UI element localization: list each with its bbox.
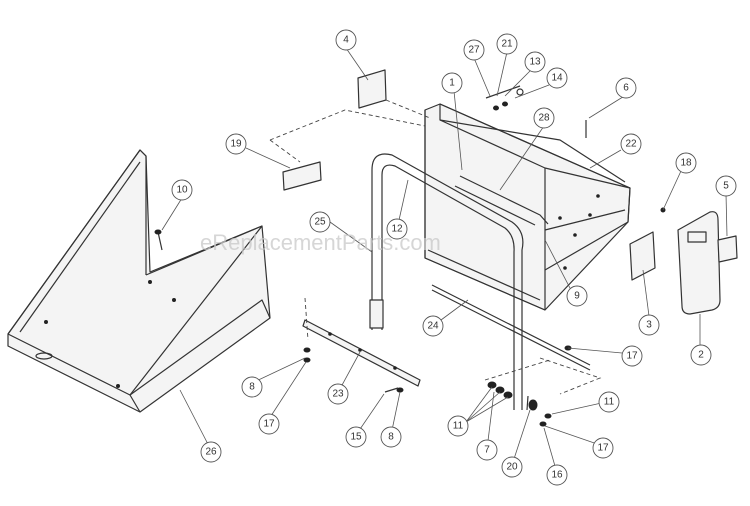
- svg-text:25: 25: [314, 217, 326, 228]
- callout-1: 1: [441, 72, 463, 94]
- callout-21: 21: [496, 33, 518, 55]
- alignment-guides: [269, 99, 602, 395]
- svg-text:10: 10: [176, 185, 188, 196]
- callout-23: 23: [327, 383, 349, 405]
- callouts: 4 27 21 13 14 1 6 28 19 22 18 10 5 12 25…: [171, 29, 737, 486]
- svg-text:15: 15: [350, 432, 362, 443]
- callout-7: 7: [476, 439, 498, 461]
- callout-28: 28: [533, 107, 555, 129]
- callout-5: 5: [715, 175, 737, 197]
- callout-15: 15: [345, 426, 367, 448]
- svg-text:6: 6: [623, 83, 629, 94]
- watermark-text: eReplacementParts.com: [200, 230, 441, 255]
- svg-text:24: 24: [427, 321, 439, 332]
- svg-text:18: 18: [680, 158, 692, 169]
- callout-26: 26: [200, 441, 222, 463]
- callout-17-b: 17: [258, 413, 280, 435]
- callout-4: 4: [335, 29, 357, 51]
- callout-17-a: 17: [621, 345, 643, 367]
- callout-2: 2: [690, 344, 712, 366]
- part-19-decal: [282, 161, 322, 191]
- svg-text:1: 1: [449, 78, 455, 89]
- svg-text:5: 5: [723, 181, 729, 192]
- part-23-bar: [302, 319, 421, 387]
- callout-6: 6: [615, 77, 637, 99]
- callout-11-b: 11: [598, 391, 620, 413]
- svg-text:7: 7: [484, 445, 490, 456]
- svg-text:3: 3: [646, 320, 652, 331]
- callout-19: 19: [225, 133, 247, 155]
- svg-text:8: 8: [388, 432, 394, 443]
- callout-13: 13: [524, 51, 546, 73]
- svg-text:22: 22: [625, 139, 637, 150]
- part-9-bracket: [454, 175, 549, 226]
- callout-10: 10: [171, 179, 193, 201]
- callout-22: 22: [620, 133, 642, 155]
- callout-14: 14: [546, 67, 568, 89]
- svg-text:12: 12: [391, 224, 403, 235]
- svg-text:17: 17: [597, 443, 609, 454]
- svg-text:21: 21: [501, 39, 513, 50]
- part-2-cover: [677, 211, 721, 315]
- callout-8-b: 8: [380, 426, 402, 448]
- svg-text:4: 4: [343, 35, 349, 46]
- part-26-bin: [7, 149, 271, 413]
- svg-text:17: 17: [263, 419, 275, 430]
- svg-text:8: 8: [249, 382, 255, 393]
- part-5-decal: [717, 235, 738, 263]
- part-25-handle-tube: [369, 153, 524, 410]
- svg-text:11: 11: [453, 421, 464, 432]
- callout-12: 12: [386, 218, 408, 240]
- svg-text:23: 23: [332, 389, 344, 400]
- svg-text:19: 19: [230, 139, 242, 150]
- svg-text:14: 14: [551, 73, 563, 84]
- svg-text:2: 2: [698, 350, 704, 361]
- callout-16: 16: [546, 464, 568, 486]
- svg-text:27: 27: [468, 45, 480, 56]
- svg-text:26: 26: [205, 447, 217, 458]
- svg-text:9: 9: [574, 291, 580, 302]
- callout-9: 9: [566, 285, 588, 307]
- hopper-cage: [424, 103, 631, 311]
- callout-27: 27: [463, 39, 485, 61]
- svg-text:28: 28: [538, 113, 550, 124]
- callout-20: 20: [501, 456, 523, 478]
- callout-24: 24: [422, 315, 444, 337]
- part-10-screw: [154, 229, 163, 251]
- svg-text:17: 17: [626, 351, 638, 362]
- callout-8-a: 8: [241, 376, 263, 398]
- callout-11-a: 11: [447, 415, 469, 437]
- svg-text:20: 20: [506, 462, 518, 473]
- svg-text:11: 11: [604, 397, 615, 408]
- callout-17-c: 17: [592, 437, 614, 459]
- callout-18: 18: [675, 152, 697, 174]
- callout-3: 3: [638, 314, 660, 336]
- svg-text:13: 13: [529, 57, 541, 68]
- callout-25: 25: [309, 211, 331, 233]
- svg-text:16: 16: [551, 470, 563, 481]
- part-4-decal: [357, 69, 387, 109]
- part-24-rod: [431, 284, 591, 371]
- part-3-decal: [629, 231, 656, 281]
